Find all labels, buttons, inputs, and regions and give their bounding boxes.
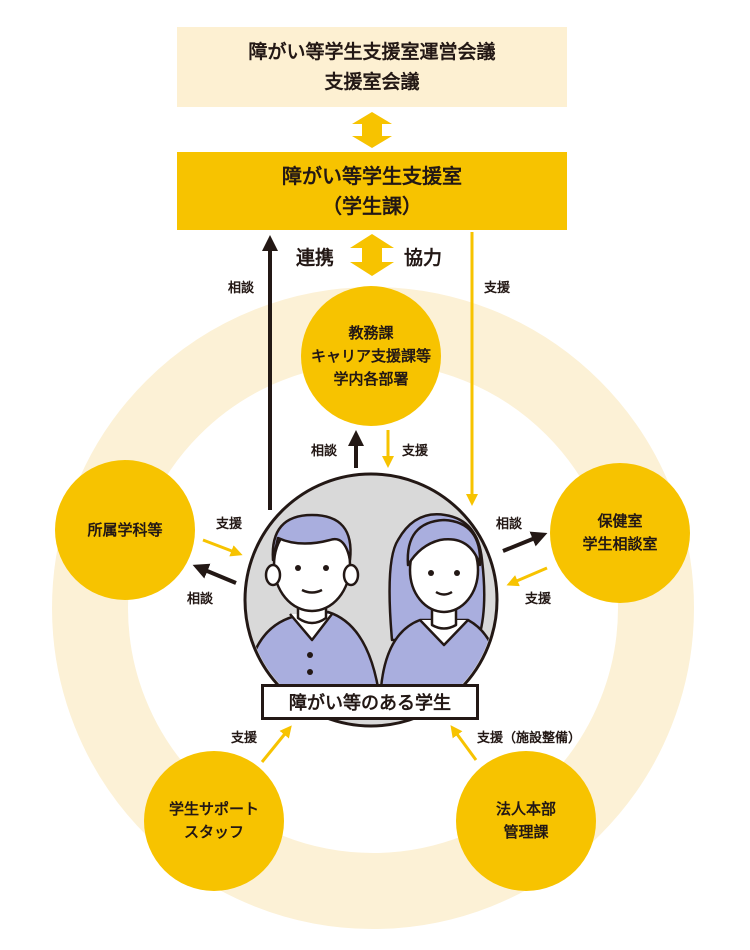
support-office-line1: 障がい等学生支援室 [282, 164, 462, 188]
node-health-line2: 学生相談室 [582, 535, 658, 553]
steering-committee-box: 障がい等学生支援室運営会議 支援室会議 [177, 27, 567, 107]
node-admin-circle [456, 751, 596, 891]
node-academic-line3: 学内各部署 [333, 369, 409, 388]
label-support-from-faculty: 支援 [216, 517, 243, 532]
label-support-from-office: 支援 [484, 281, 511, 296]
node-academic: 教務課 キャリア支援課等 学内各部署 [301, 286, 441, 426]
node-faculty-circle [55, 460, 195, 600]
label-consult-to-faculty: 相談 [187, 592, 214, 607]
label-support-from-academic: 支援 [402, 444, 429, 459]
label-support-from-staff: 支援 [231, 731, 258, 746]
node-faculty: 所属学科等 [55, 460, 195, 600]
double-arrow-link [350, 234, 394, 276]
double-arrow-top [352, 112, 392, 148]
steering-committee-line1: 障がい等学生支援室運営会議 [248, 41, 496, 63]
node-admin-line1: 法人本部 [495, 800, 556, 818]
node-staff-line1: 学生サポート [168, 800, 259, 818]
arrow-support-from-faculty [202, 538, 243, 557]
node-academic-line1: 教務課 [348, 323, 394, 342]
arrow-consult-to-faculty [192, 563, 237, 585]
node-academic-line2: キャリア支援課等 [310, 346, 431, 365]
arrow-support-from-staff [260, 725, 292, 763]
node-health-circle [550, 463, 690, 603]
label-consult-to-office: 相談 [228, 281, 255, 296]
link-label-left: 連携 [296, 247, 335, 269]
node-health: 保健室 学生相談室 [550, 463, 690, 603]
node-staff-line2: スタッフ [183, 823, 244, 841]
arrow-consult-to-health [502, 531, 548, 553]
arrow-support-from-admin [450, 725, 478, 761]
label-support-from-admin: 支援（施設整備） [477, 731, 582, 746]
support-office-box: 障がい等学生支援室 （学生課） [177, 152, 567, 230]
steering-committee-line2: 支援室会議 [324, 71, 420, 93]
label-consult-to-academic: 相談 [311, 444, 338, 459]
node-faculty-line1: 所属学科等 [87, 520, 163, 539]
support-office-line2: （学生課） [322, 194, 422, 218]
label-support-from-health: 支援 [525, 592, 552, 607]
link-label-right: 協力 [404, 247, 443, 269]
node-health-line1: 保健室 [597, 512, 643, 530]
node-admin: 法人本部 管理課 [456, 751, 596, 891]
node-admin-line2: 管理課 [503, 823, 549, 841]
node-staff: 学生サポート スタッフ [144, 751, 284, 891]
student-label: 障がい等のある学生 [261, 684, 479, 720]
node-staff-circle [144, 751, 284, 891]
node-academic-circle [301, 286, 441, 426]
arrow-support-from-health [506, 566, 548, 587]
label-consult-to-health: 相談 [496, 517, 523, 532]
